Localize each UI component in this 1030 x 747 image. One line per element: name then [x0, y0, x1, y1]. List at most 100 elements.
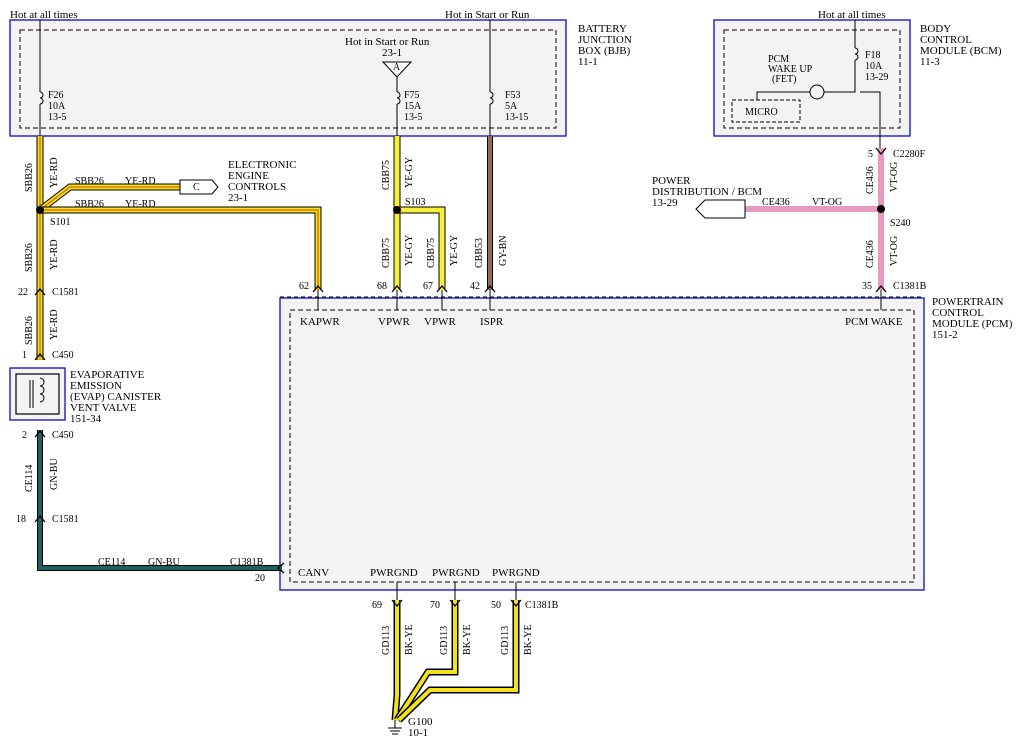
- svg-text:A: A: [393, 62, 401, 73]
- c2280f-pin: 5: [868, 149, 873, 160]
- ece-label: ELECTRONIC ENGINE CONTROLS 23-1: [228, 159, 296, 204]
- svg-text:WAKE UP: WAKE UP: [768, 64, 813, 75]
- c1381b-canv-id: C1381B: [230, 557, 264, 568]
- f18-fuse: F18 10A 13-29: [854, 20, 888, 83]
- c450-top-id: C450: [52, 350, 74, 361]
- battery-junction-box: [9, 19, 567, 137]
- svg-text:CONTROLS: CONTROLS: [228, 181, 286, 193]
- wire-label-yerd-v3: YE-RD: [49, 309, 60, 340]
- wire-label-bkye-1: BK-YE: [404, 624, 415, 655]
- c1381b-wake-pin: 35: [862, 281, 872, 292]
- c1581-bottom-pin: 18: [16, 514, 26, 525]
- power-dist-connector: [695, 199, 746, 219]
- pcm-pin-pwrgnd1: PWRGND: [370, 567, 418, 579]
- wire-sbb26-to-kapwr: [40, 206, 322, 290]
- wire-label-cbb53: CBB53: [474, 238, 485, 268]
- pcm-pin-wake: PCM WAKE: [845, 316, 903, 328]
- splice-s103: [393, 206, 401, 214]
- wire-label-bkye-2: BK-YE: [462, 624, 473, 655]
- evap-label: EVAPORATIVE EMISSION (EVAP) CANISTER VEN…: [70, 369, 162, 425]
- evap-valve: [9, 367, 66, 421]
- c1381b-wake-id: C1381B: [893, 281, 927, 292]
- svg-text:23-1: 23-1: [228, 192, 248, 204]
- svg-text:EVAPORATIVE: EVAPORATIVE: [70, 369, 145, 381]
- pin-vpwr1: 68: [377, 281, 387, 292]
- wire-label-bkye-3: BK-YE: [523, 624, 534, 655]
- svg-text:VENT VALVE: VENT VALVE: [70, 402, 137, 414]
- ece-connector: C: [179, 179, 219, 195]
- body-control-module: [713, 19, 911, 137]
- c1581-top-id: C1581: [52, 287, 79, 298]
- pin-gnd2: 70: [430, 600, 440, 611]
- wire-label-ce436-h: CE436: [762, 197, 790, 208]
- wire-label-gd113-1: GD113: [381, 626, 392, 655]
- svg-text:F75: F75: [404, 90, 420, 101]
- bcm-fet-symbol: [756, 80, 881, 148]
- svg-text:10A: 10A: [865, 61, 883, 72]
- pcm-pin-vpwr2: VPWR: [424, 316, 456, 328]
- wire-label-yerd-ece: YE-RD: [125, 176, 156, 187]
- svg-text:(EVAP) CANISTER: (EVAP) CANISTER: [70, 391, 162, 403]
- wire-label-gnbu-v: GN-BU: [49, 458, 60, 490]
- hot-always-right-label: Hot at all times: [818, 9, 886, 21]
- wire-label-cbb75-v2: CBB75: [381, 238, 392, 268]
- wire-label-ce114-h: CE114: [98, 557, 125, 568]
- wire-label-vtog-h: VT-OG: [812, 197, 842, 208]
- wire-label-yegy-v3: YE-GY: [449, 235, 460, 266]
- svg-text:23-1: 23-1: [382, 47, 402, 59]
- bcm-micro-label: MICRO: [745, 107, 778, 118]
- wire-label-gnbu-h: GN-BU: [148, 557, 180, 568]
- pcm-pin-kapwr: KAPWR: [300, 316, 340, 328]
- splice-s240: [877, 205, 885, 213]
- svg-text:CONTROL: CONTROL: [932, 307, 984, 319]
- pin-kapwr: 62: [299, 281, 309, 292]
- hot-start-run-top-label: Hot in Start or Run: [445, 9, 530, 21]
- svg-text:BOX (BJB): BOX (BJB): [578, 45, 631, 57]
- f53-fuse: F53 5A 13-15: [489, 20, 528, 136]
- svg-text:(FET): (FET): [772, 74, 796, 85]
- c1381b-gnd-id: C1381B: [525, 600, 559, 611]
- wire-ce436: [745, 148, 884, 290]
- wire-label-yegy-v2: YE-GY: [404, 235, 415, 266]
- pcm-pin-vpwr1: VPWR: [378, 316, 410, 328]
- bcm-fet-label: PCM WAKE UP (FET): [768, 54, 813, 85]
- svg-text:F26: F26: [48, 90, 64, 101]
- pcm-pin-pwrgnd2: PWRGND: [432, 567, 480, 579]
- svg-text:Hot in Start or Run: Hot in Start or Run: [345, 36, 430, 48]
- pcm-label: POWERTRAIN CONTROL MODULE (PCM) 151-2: [932, 296, 1013, 341]
- c2280f-id: C2280F: [893, 149, 926, 160]
- svg-text:5A: 5A: [505, 101, 518, 112]
- wire-label-sbb26-ece: SBB26: [75, 176, 104, 187]
- wire-label-vtog-v2: VT-OG: [889, 236, 900, 266]
- splice-s103-label: S103: [405, 197, 426, 208]
- svg-text:DISTRIBUTION / BCM: DISTRIBUTION / BCM: [652, 186, 762, 198]
- wire-label-sbb26-v3: SBB26: [24, 316, 35, 345]
- svg-text:BODY: BODY: [920, 23, 951, 35]
- wire-label-gd113-3: GD113: [500, 626, 511, 655]
- wire-label-sbb26-v2: SBB26: [24, 243, 35, 272]
- wire-label-vtog-v1: VT-OG: [889, 162, 900, 192]
- svg-text:11-3: 11-3: [920, 56, 940, 68]
- c450-bottom-pin: 2: [22, 430, 27, 441]
- splice-s240-label: S240: [890, 218, 911, 229]
- pcm-pin-canv: CANV: [298, 567, 329, 579]
- svg-text:10A: 10A: [48, 101, 66, 112]
- svg-text:POWER: POWER: [652, 175, 691, 187]
- wire-label-ce436-v2: CE436: [865, 240, 876, 268]
- svg-text:F18: F18: [865, 50, 881, 61]
- svg-text:JUNCTION: JUNCTION: [578, 34, 632, 46]
- wire-label-ce436-v1: CE436: [865, 166, 876, 194]
- powertrain-control-module: [279, 296, 925, 591]
- f75-fuse: Hot in Start or Run 23-1 A F75 15A 13-5: [345, 36, 430, 136]
- pin-gnd1: 69: [372, 600, 382, 611]
- svg-text:CONTROL: CONTROL: [920, 34, 972, 46]
- wire-ce114: [37, 430, 282, 571]
- pin-ispr: 42: [470, 281, 480, 292]
- wire-sbb26-to-ece: [37, 183, 180, 213]
- wire-label-gd113-2: GD113: [439, 626, 450, 655]
- wire-label-yerd-v1: YE-RD: [49, 157, 60, 188]
- wire-label-sbb26-v1: SBB26: [24, 163, 35, 192]
- svg-text:13-29: 13-29: [865, 72, 888, 83]
- wire-label-yerd-kapwr: YE-RD: [125, 199, 156, 210]
